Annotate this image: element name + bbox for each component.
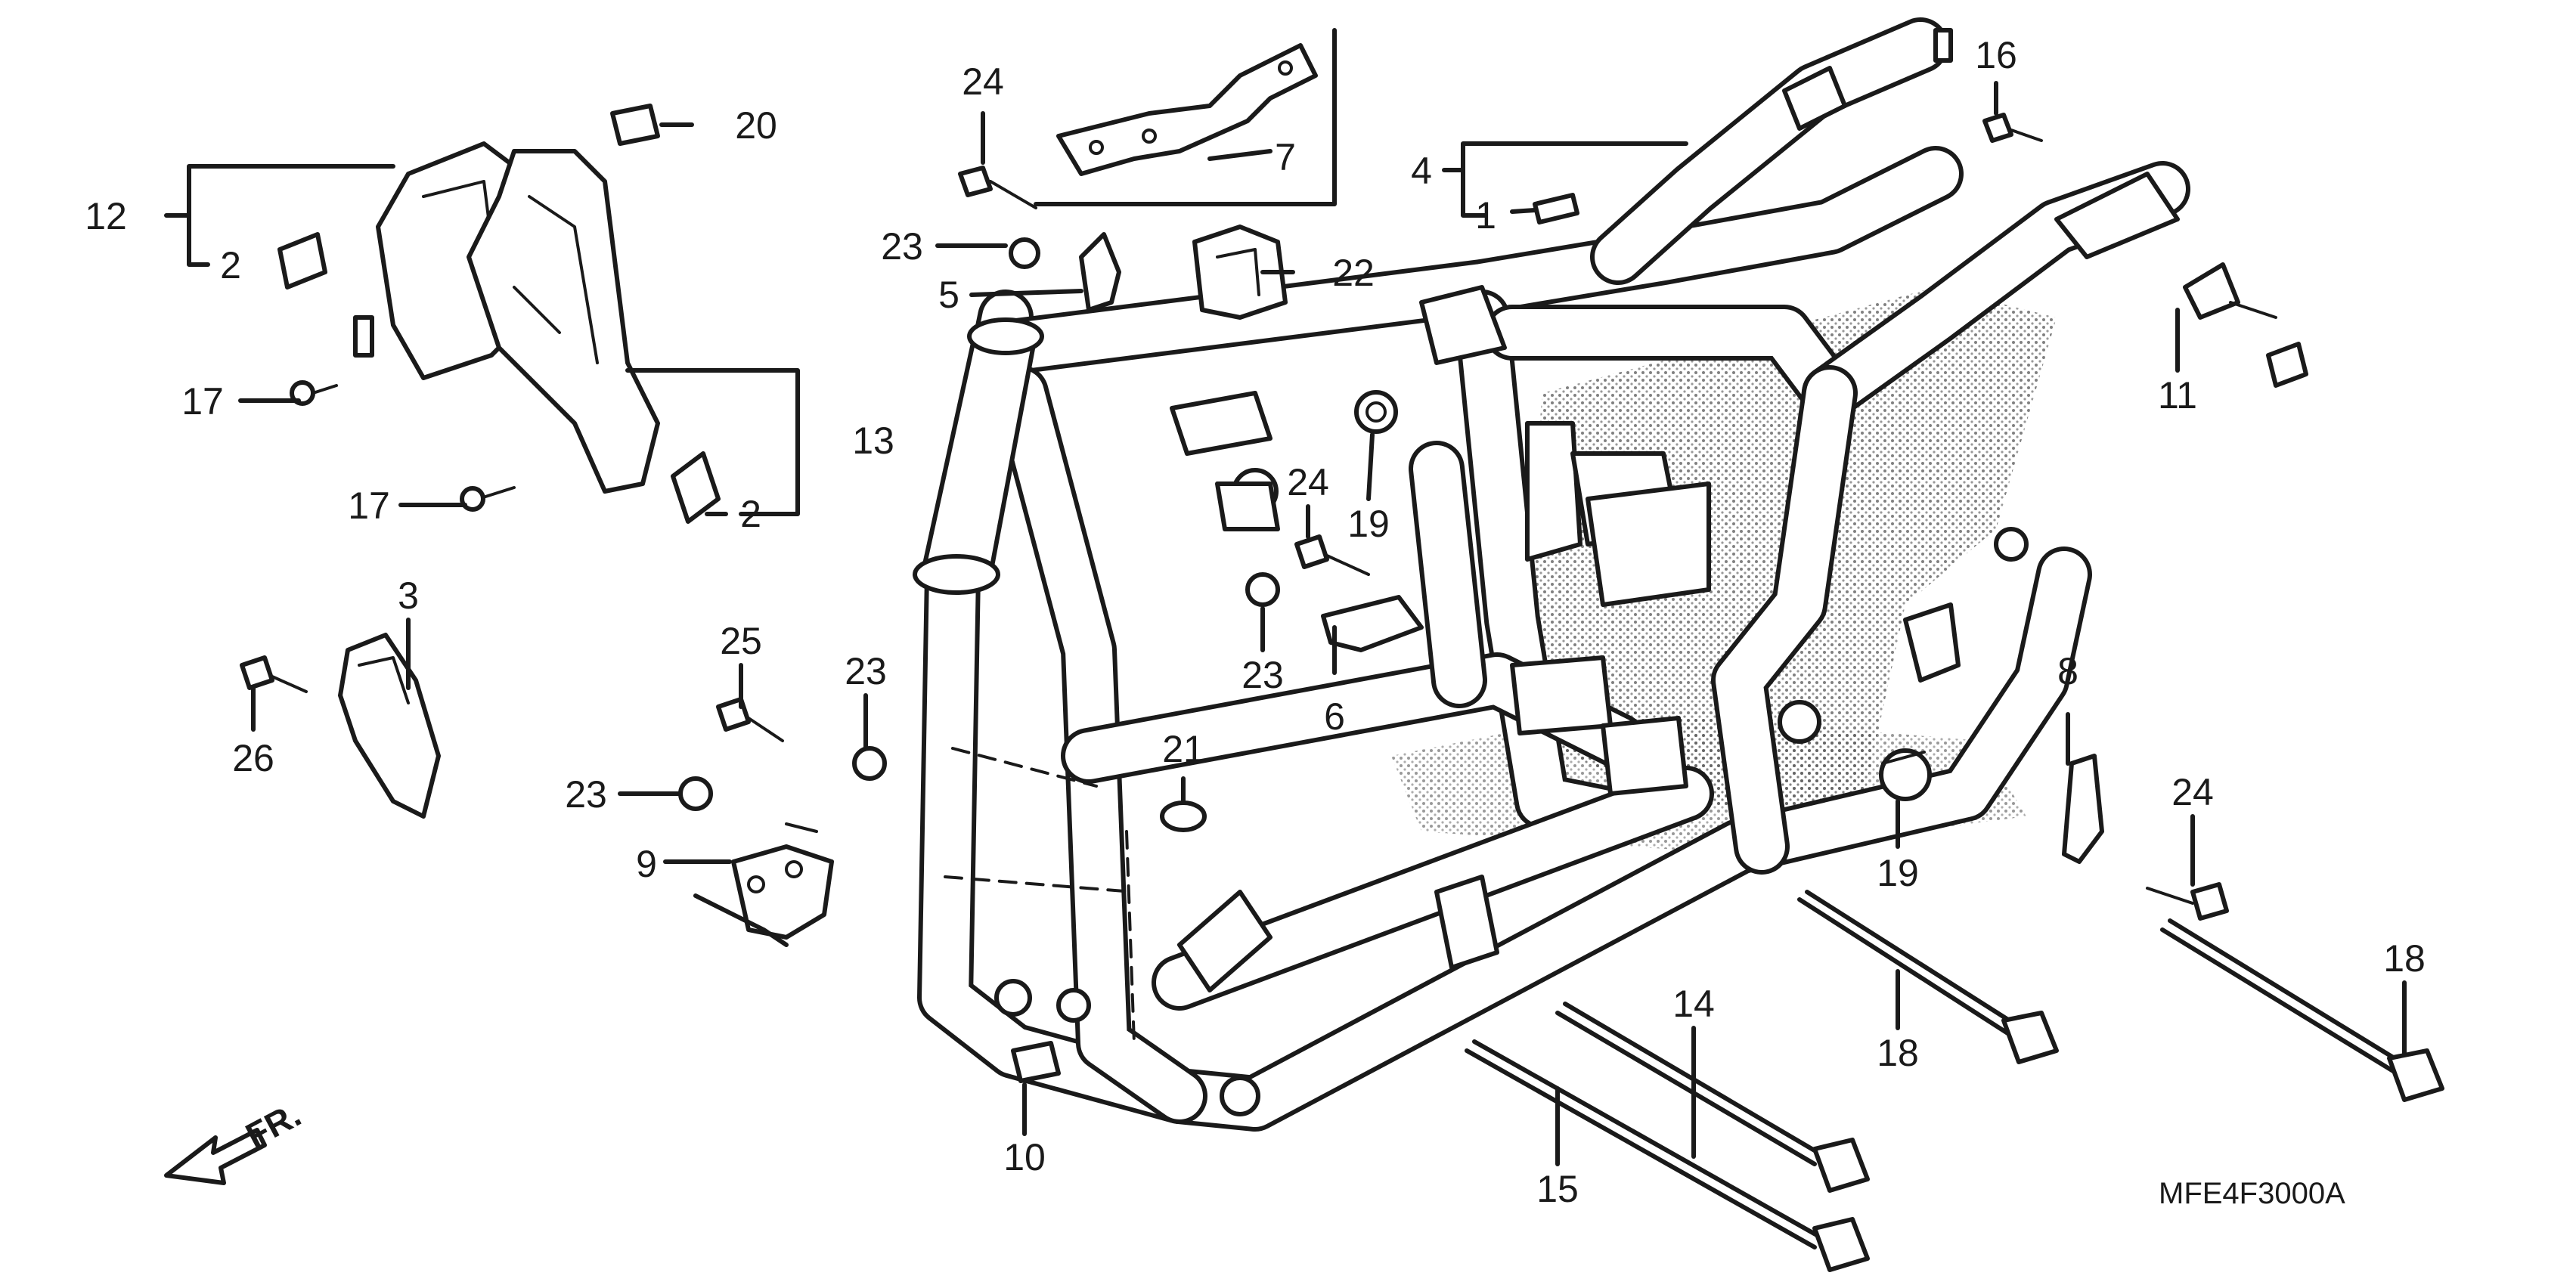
callout-14: 14 [1672,983,1715,1025]
callout-23-left: 23 [565,773,607,816]
callout-6: 6 [1324,695,1345,738]
callout-19-upper: 19 [1347,503,1390,545]
front-arrow-icon [164,1128,267,1185]
part-19-bushing-lower [1879,748,1932,801]
callout-21: 21 [1162,728,1204,770]
callout-1: 1 [1475,194,1496,237]
callout-15: 15 [1536,1168,1579,1210]
frame-brackets [994,28,2180,1116]
part-10-collar [1011,1041,1061,1083]
callout-24-right: 24 [2171,771,2214,813]
callout-23-mid: 23 [845,650,887,692]
callout-7: 7 [1275,136,1296,178]
callout-4: 4 [1411,150,1432,192]
callout-22: 22 [1332,252,1375,294]
part-18-long-bolt-b [2160,918,2444,1102]
callout-3: 3 [398,574,419,617]
callout-23-top: 23 [881,225,923,268]
part-19-bushing-upper [1354,390,1398,434]
callout-17-upper: 17 [181,380,224,423]
part-6-plate [1321,595,1424,652]
part-9-bracket [731,822,834,940]
callout-8: 8 [2057,650,2078,692]
part-23-nut-top [1009,237,1040,269]
part-24-bolt-center [1294,534,1370,576]
callout-18-right: 18 [2383,937,2426,980]
callout-20: 20 [735,104,777,147]
main-frame [913,17,2190,1132]
part-25-bolt [716,697,784,742]
callout-18-center: 18 [1877,1032,1919,1074]
part-13-cover-right [467,149,660,494]
part-3-bracket [338,633,441,819]
callout-13: 13 [852,420,894,462]
callout-2-upper: 2 [220,244,241,286]
callout-26: 26 [232,737,274,779]
part-21-clip [1160,800,1207,832]
callout-labels: 1 2 2 3 4 5 6 7 8 9 10 11 12 13 14 15 16… [85,34,2426,1210]
assembly-lines [944,747,1136,1045]
part-24-bolt-top [958,166,1037,209]
callout-25: 25 [720,620,762,662]
part-17-bolt-lower [460,486,516,512]
callout-9: 9 [636,843,657,885]
part-7-bracket [1034,28,1337,206]
part-23-nut-center [1245,572,1280,607]
callout-2-lower: 2 [740,493,761,535]
part-11-lock-key [2183,262,2308,388]
part-22-clamp [1192,224,1288,320]
frame-tubes [917,17,2190,1132]
part-2-grommet-lower [671,451,721,524]
part-5-plate [1079,232,1121,312]
leader-lines [164,81,2407,1166]
part-14-long-bolt [1555,1002,1870,1193]
callout-10: 10 [1003,1136,1046,1178]
part-18-long-bolt-a [1797,890,2059,1064]
part-20-clip [610,104,660,146]
diagram-code: MFE4F3000A [2159,1177,2345,1210]
head-pipe [913,317,1044,595]
part-16-bolt [1982,113,2043,143]
callout-5: 5 [938,274,959,316]
part-26-bolt [240,655,308,693]
callout-24-center: 24 [1287,461,1329,503]
callout-23-center: 23 [1242,654,1284,696]
callout-11: 11 [2158,374,2197,416]
part-1-clip [1533,193,1579,224]
callout-16: 16 [1975,34,2017,76]
part-2-grommet-upper [277,232,327,290]
front-direction-arrow: FR. [164,1095,307,1185]
callout-19-lower: 19 [1877,852,1919,894]
part-23-nut-lower [678,776,713,811]
callout-17-lower: 17 [348,485,390,527]
part-8-plate [2062,754,2104,864]
part-24-bolt-right [2146,882,2229,921]
part-23-nut-mid [852,746,887,781]
callout-24-top: 24 [962,60,1004,103]
part-15-long-bolt [1465,1039,1870,1272]
callout-12: 12 [85,195,127,237]
